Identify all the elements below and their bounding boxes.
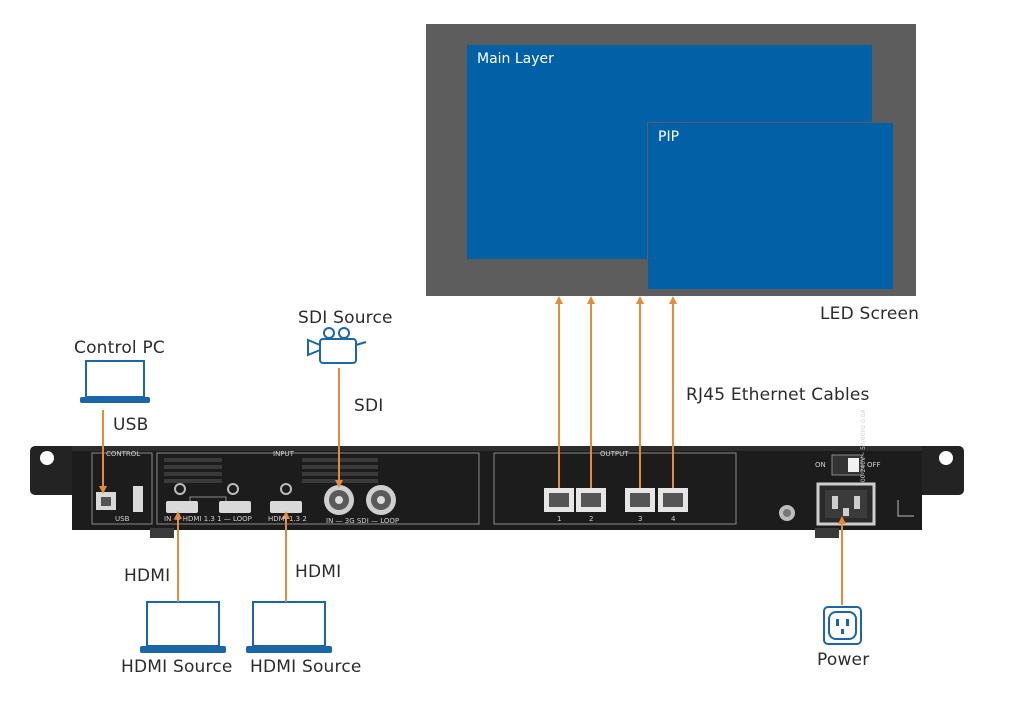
usb-cable-label: USB: [113, 415, 149, 435]
hdmi-source-2-label: HDMI Source: [250, 657, 362, 677]
input-section-frame: [156, 452, 480, 525]
hdmi-in-port-2: [270, 501, 302, 513]
hdmi-cable-1-label: HDMI: [124, 566, 171, 586]
output-section-frame: [493, 452, 737, 525]
sdi-ports-label: IN — 3G SDI — LOOP: [326, 517, 400, 525]
laptop-icon: [246, 601, 332, 653]
rack-hole: [939, 451, 953, 465]
camera-icon: [307, 327, 367, 364]
power-rating-label: 100-240V~ 50/60Hz 0.8A: [860, 409, 867, 486]
main-layer-label: Main Layer: [477, 51, 554, 67]
output-port-label: 1: [557, 515, 562, 523]
sdi-in-port: [324, 485, 354, 515]
device-chassis: [30, 446, 964, 538]
rj45-output-ports: [544, 488, 688, 512]
hdmi-cable-2-label: HDMI: [295, 562, 342, 582]
power-outlet-icon: [823, 606, 862, 645]
output-section-label: OUTPUT: [600, 450, 629, 458]
control-pc-label: Control PC: [74, 338, 165, 358]
laptop-icon: [140, 601, 226, 653]
input-section-label: INPUT: [273, 450, 294, 458]
hdmi-loop-port-1: [219, 501, 251, 513]
switch-off-label: OFF: [867, 461, 881, 469]
hdmi-port-2-label: HDMI 1.3 2: [268, 515, 307, 523]
ac-power-inlet: [816, 482, 876, 526]
output-port-label: 3: [638, 515, 643, 523]
hdmi-in-port-1: [166, 501, 198, 513]
usb-a-port: [133, 486, 143, 512]
cables: [99, 296, 846, 605]
ethernet-cables-label: RJ45 Ethernet Cables: [686, 385, 870, 405]
hdmi-source-1-label: HDMI Source: [121, 657, 233, 677]
usb-port-label: USB: [115, 515, 130, 523]
led-screen-label: LED Screen: [820, 304, 920, 324]
pip-layer: PIP: [647, 122, 894, 290]
power-label: Power: [817, 650, 870, 670]
output-port-label: 2: [589, 515, 594, 523]
control-section-frame: [91, 452, 153, 525]
control-section-label: CONTROL: [106, 450, 141, 458]
sdi-cable-label: SDI: [354, 396, 384, 416]
pip-label: PIP: [658, 129, 680, 145]
led-screen: Main Layer PIP: [426, 24, 916, 296]
sdi-loop-port: [366, 485, 396, 515]
output-port-label: 4: [671, 515, 676, 523]
switch-on-label: ON: [815, 461, 826, 469]
laptop-icon: [80, 360, 150, 403]
rack-hole: [40, 451, 54, 465]
hdmi-port-1-label: IN — HDMI 1.3 1 — LOOP: [164, 515, 252, 523]
sdi-source-label: SDI Source: [298, 308, 393, 328]
